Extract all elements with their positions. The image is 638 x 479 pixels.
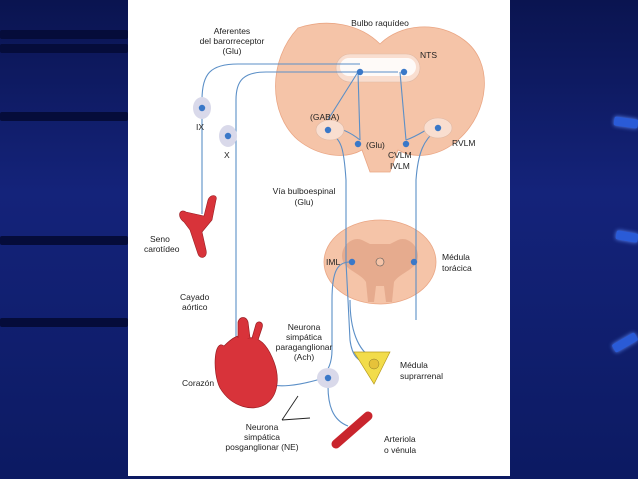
left-stripe [0,44,128,53]
label-via-2: (Glu) [294,197,314,207]
neuron-cvlm [402,140,410,148]
neuron-rvlm [434,124,442,132]
neuron-gaba [324,126,332,134]
left-stripe [0,318,128,327]
label-gaba: (GABA) [310,112,340,122]
label-seno-1: Seno [150,234,170,244]
label-ivlm: IVLM [390,161,410,171]
label-corazon: Corazón [182,378,215,388]
carotid-sinus [179,195,217,258]
neuron-x [224,132,232,140]
left-stripe [0,236,128,245]
neuron-iml-left [348,258,356,266]
pointer-postganglionic [281,395,311,421]
label-cayado-2: aórtico [182,302,208,312]
label-rvlm: RVLM [452,138,476,148]
nts-to-gaba [323,71,361,141]
label-neurona-pos-2: simpática [244,432,280,442]
neuron-nts-left [356,68,364,76]
label-medula-sup-2: suprarrenal [400,371,443,381]
diagram-canvas [179,22,485,449]
label-neurona-para-3: paraganglionar [275,342,333,352]
postgang-vessel [327,385,349,427]
neuron-ix [198,104,206,112]
nts-to-cvlm [399,71,407,141]
label-aferentes-1: Aferentes [213,26,251,36]
label-cayado-1: Cayado [180,292,210,302]
arteriole [331,411,373,449]
label-neurona-para-4: (Ach) [293,352,315,362]
label-medula-sup-1: Médula [400,360,428,370]
label-bulbo: Bulbo raquídeo [351,18,409,28]
neuron-postganglionic [324,374,332,382]
label-aferentes-2: del barorreceptor [199,36,265,46]
gray-matter [342,238,418,302]
iml-to-adrenal [349,299,373,359]
central-canal [375,257,385,267]
label-via-1: Vía bulboespinal [272,186,336,196]
left-stripe [0,112,128,121]
label-neurona-para-1: Neurona [287,322,321,332]
label-ix: IX [196,122,205,132]
label-medula-tor-1: Médula [442,252,470,262]
label-iml: IML [326,257,341,267]
label-glu: (Glu) [366,140,385,150]
afferent-x [235,71,398,292]
label-arteriola-2: o vénula [384,445,417,455]
heart-shape [214,335,278,409]
label-seno-2: carotídeo [144,244,180,254]
diagram-slide: Bulbo raquídeo Aferentes del barorrecept… [128,0,510,476]
label-neurona-pos-1: Neurona [245,422,279,432]
adrenal-core [368,358,380,370]
label-neurona-para-2: simpática [286,332,322,342]
label-aferentes-3: (Glu) [222,46,242,56]
left-stripe [0,30,128,39]
neuron-iml-right [410,258,418,266]
label-x: X [224,150,230,160]
label-neurona-pos-3: posganglionar (NE) [225,442,299,452]
neuron-glu [354,140,362,148]
label-medula-tor-2: torácica [442,263,472,273]
heart-vessels [237,317,263,341]
label-nts: NTS [420,50,437,60]
neuron-nts-right [400,68,408,76]
label-arteriola-1: Arteriola [384,434,416,444]
label-cvlm: CVLM [388,150,412,160]
